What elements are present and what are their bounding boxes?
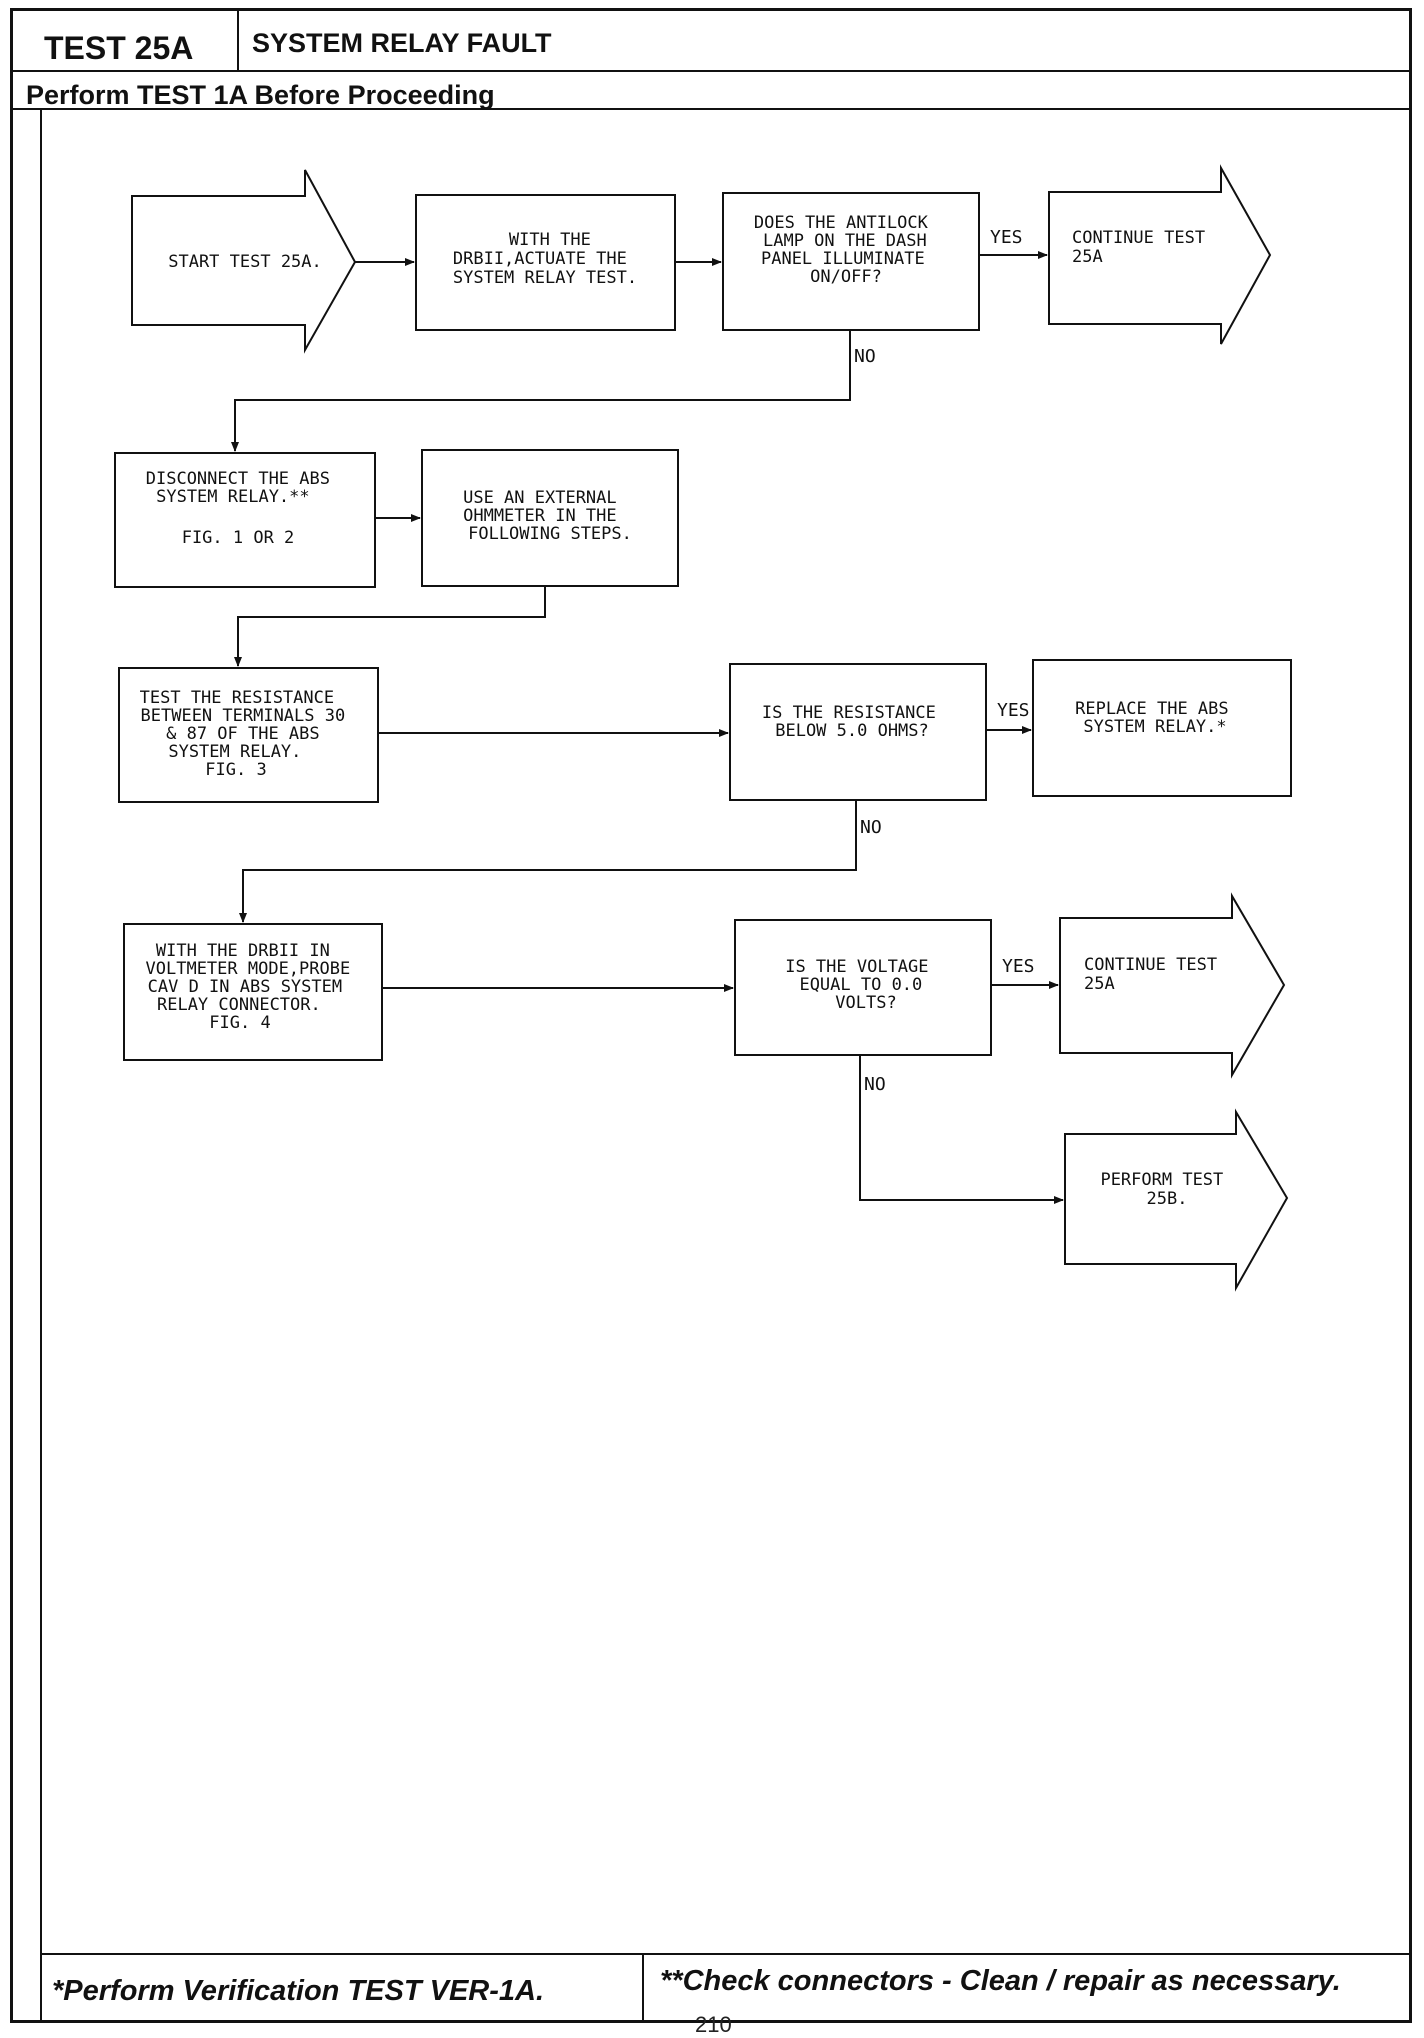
test-resistance-line-3: & 87 OF THE ABS: [166, 724, 320, 744]
voltage-no-label: NO: [864, 1074, 886, 1095]
start-line-1: START TEST 25A.: [168, 252, 322, 272]
ohmmeter-line-1: USE AN EXTERNAL: [463, 488, 617, 508]
continue-2-line-2: 25A: [1084, 974, 1115, 994]
resistance-question-text: IS THE RESISTANCE BELOW 5.0 OHMS?: [762, 703, 946, 741]
voltage-question-line-3: VOLTS?: [835, 993, 896, 1013]
test-resistance-box: [118, 667, 379, 803]
actuate-line-1: WITH THE: [509, 230, 591, 250]
continue-25a-arrow-shape-2: [1059, 892, 1286, 1079]
voltage-question-line-2: EQUAL TO 0.0: [799, 975, 922, 995]
continue-1-line-1: CONTINUE TEST: [1072, 228, 1205, 248]
actuate-line-2: DRBII,ACTUATE THE: [453, 249, 627, 269]
continue-2-line-1: CONTINUE TEST: [1084, 955, 1217, 975]
footer-right-note: **Check connectors - Clean / repair as n…: [660, 1965, 1341, 1997]
resistance-yes-label: YES: [997, 700, 1030, 721]
perform-25b-arrow-shape: [1064, 1108, 1289, 1292]
test-resistance-line-5: FIG. 3: [205, 760, 266, 780]
lamp-question-line-4: ON/OFF?: [810, 267, 882, 287]
continue-25a-arrow-shape-1: [1048, 164, 1272, 345]
continue-node-text-2: CONTINUE TEST 25A: [1084, 955, 1227, 994]
subheader-divider: [10, 108, 1412, 110]
voltmeter-line-4: RELAY CONNECTOR.: [157, 995, 321, 1015]
lamp-question-line-3: PANEL ILLUMINATE: [761, 249, 925, 269]
start-node-text: START TEST 25A.: [168, 252, 322, 272]
ohmmeter-node-text: USE AN EXTERNAL OHMMETER IN THE FOLLOWIN…: [463, 488, 632, 544]
lamp-question-line-2: LAMP ON THE DASH: [763, 231, 927, 251]
voltage-question-box: [734, 919, 992, 1056]
replace-relay-text: REPLACE THE ABS SYSTEM RELAY.*: [1075, 699, 1239, 737]
resistance-question-line-2: BELOW 5.0 OHMS?: [775, 721, 929, 741]
lamp-no-label: NO: [854, 346, 876, 367]
resistance-no-label: NO: [860, 817, 882, 838]
replace-relay-line-1: REPLACE THE ABS: [1075, 699, 1229, 719]
inner-left-rule: [40, 108, 42, 2023]
test-resistance-line-2: BETWEEN TERMINALS 30: [141, 706, 346, 726]
ohmmeter-box: [421, 449, 679, 587]
disconnect-relay-box: [114, 452, 376, 588]
disconnect-node-text: DISCONNECT THE ABS SYSTEM RELAY.** FIG. …: [146, 469, 340, 548]
voltmeter-box: [123, 923, 383, 1061]
lamp-question-line-1: DOES THE ANTILOCK: [754, 213, 929, 233]
test-resistance-line-1: TEST THE RESISTANCE: [140, 688, 334, 708]
test-subtitle: Perform TEST 1A Before Proceeding: [26, 80, 495, 110]
lamp-yes-label: YES: [990, 227, 1023, 248]
continue-1-line-2: 25A: [1072, 247, 1103, 267]
test-resistance-line-4: SYSTEM RELAY.: [168, 742, 301, 762]
perform-25b-line-1: PERFORM TEST: [1100, 1170, 1223, 1190]
header-cell-divider: [237, 8, 239, 70]
test-resistance-text: TEST THE RESISTANCE BETWEEN TERMINALS 30…: [140, 688, 356, 780]
ohmmeter-line-3: FOLLOWING STEPS.: [468, 524, 632, 544]
perform-25b-text: PERFORM TEST 25B.: [1100, 1170, 1233, 1209]
voltmeter-line-5: FIG. 4: [209, 1013, 270, 1033]
voltmeter-line-1: WITH THE DRBII IN: [156, 941, 330, 961]
voltage-question-text: IS THE VOLTAGE EQUAL TO 0.0 VOLTS?: [785, 957, 939, 1013]
test-id: TEST 25A: [44, 30, 194, 66]
disconnect-line-1: DISCONNECT THE ABS: [146, 469, 330, 489]
voltmeter-line-2: VOLTMETER MODE,PROBE: [146, 959, 351, 979]
footer-divider: [40, 1953, 1412, 1955]
perform-25b-line-2: 25B.: [1147, 1189, 1188, 1209]
voltmeter-node-text: WITH THE DRBII IN VOLTMETER MODE,PROBE C…: [146, 941, 361, 1033]
resistance-question-box: [729, 663, 987, 801]
actuate-line-3: SYSTEM RELAY TEST.: [453, 268, 637, 288]
lamp-question-text: DOES THE ANTILOCK LAMP ON THE DASH PANEL…: [754, 213, 938, 287]
ohmmeter-line-2: OHMMETER IN THE: [463, 506, 617, 526]
voltage-yes-label: YES: [1002, 956, 1035, 977]
continue-node-text-1: CONTINUE TEST 25A: [1072, 228, 1215, 267]
disconnect-line-2: SYSTEM RELAY.**: [156, 487, 310, 507]
resistance-question-line-1: IS THE RESISTANCE: [762, 703, 936, 723]
start-arrow-shape: [131, 169, 357, 354]
test-title: SYSTEM RELAY FAULT: [252, 28, 552, 58]
disconnect-line-4: FIG. 1 OR 2: [182, 528, 295, 548]
actuate-node-text: WITH THE DRBII,ACTUATE THE SYSTEM RELAY …: [453, 230, 637, 288]
footer-left-note: *Perform Verification TEST VER-1A.: [52, 1975, 545, 2007]
voltage-question-line-1: IS THE VOLTAGE: [785, 957, 928, 977]
footer-cell-divider: [642, 1953, 644, 2023]
voltmeter-line-3: CAV D IN ABS SYSTEM: [148, 977, 342, 997]
header-divider: [10, 70, 1412, 72]
replace-relay-line-2: SYSTEM RELAY.*: [1083, 717, 1226, 737]
connectors: [231, 251, 1064, 1204]
replace-relay-box: [1032, 659, 1292, 797]
